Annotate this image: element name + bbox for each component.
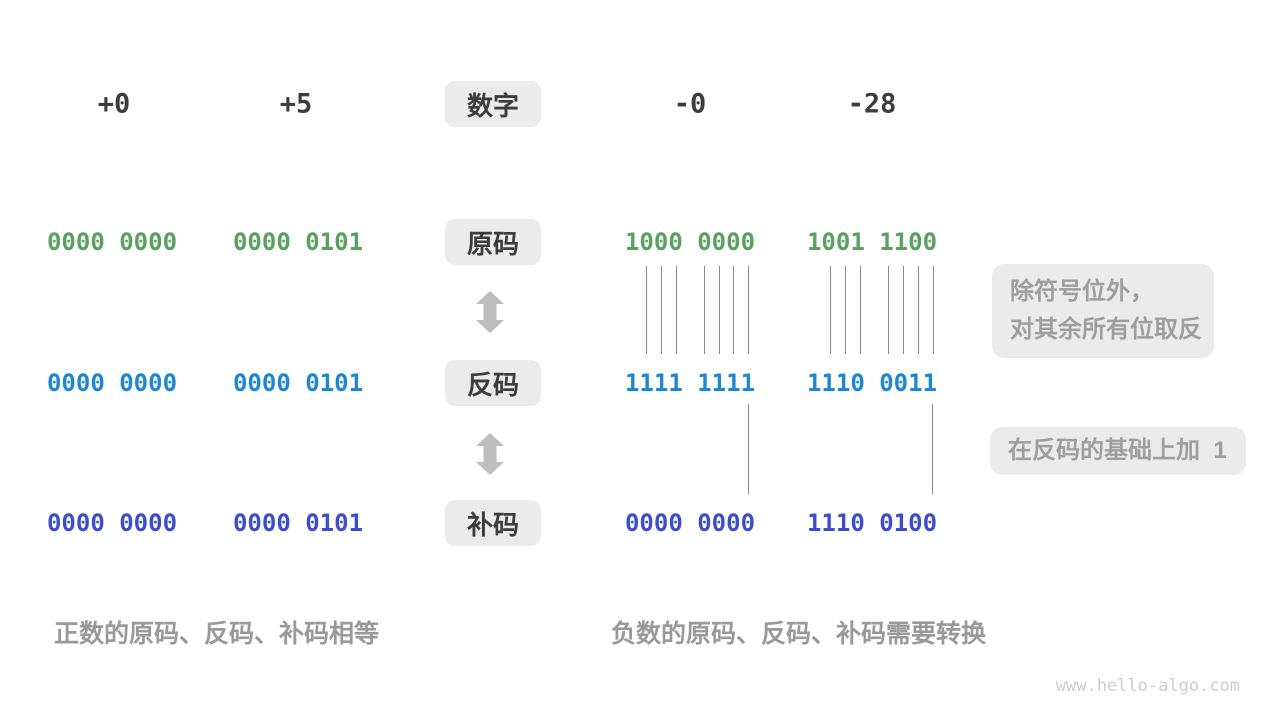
binary-value: 0000 0101 xyxy=(232,509,364,537)
bit-connector-line xyxy=(860,266,861,354)
column-header-plus-5: +5 xyxy=(279,88,313,120)
binary-value: 0000 0000 xyxy=(46,369,178,397)
bit-connector-line xyxy=(676,266,677,354)
binary-value: 1110 0011 xyxy=(806,369,938,397)
binary-value: 0000 0000 xyxy=(624,509,756,537)
column-header-minus-28: -28 xyxy=(847,88,897,120)
binary-value: 1000 0000 xyxy=(624,228,756,256)
add-one-note: 在反码的基础上加 1 xyxy=(990,427,1246,475)
add-one-note-text: 在反码的基础上加 1 xyxy=(1008,437,1227,464)
up-down-arrow-icon xyxy=(475,291,505,333)
ones-complement-badge: 反码 xyxy=(445,360,541,406)
binary-value: 1111 1111 xyxy=(624,369,756,397)
bit-connector-line xyxy=(661,266,662,354)
invert-bits-note: 除符号位外， 对其余所有位取反 xyxy=(992,264,1214,358)
bit-connector-line xyxy=(888,266,889,354)
bit-connector-line xyxy=(903,266,904,354)
column-header-minus-0: -0 xyxy=(673,88,707,120)
up-down-arrow-icon xyxy=(475,433,505,475)
watermark: www.hello-algo.com xyxy=(1055,676,1240,696)
column-header-plus-0: +0 xyxy=(97,88,131,120)
twos-complement-badge: 补码 xyxy=(445,500,541,546)
bit-connector-line xyxy=(918,266,919,354)
negative-caption: 负数的原码、反码、补码需要转换 xyxy=(611,620,987,648)
binary-value: 0000 0000 xyxy=(46,228,178,256)
positive-caption: 正数的原码、反码、补码相等 xyxy=(54,620,380,648)
bit-connector-line xyxy=(748,266,749,354)
bit-connector-line xyxy=(719,266,720,354)
binary-value: 0000 0000 xyxy=(46,509,178,537)
bit-connector-line xyxy=(933,266,934,354)
bit-connector-line xyxy=(845,266,846,354)
binary-value: 0000 0101 xyxy=(232,369,364,397)
bit-connector-line xyxy=(932,404,933,494)
binary-value: 0000 0101 xyxy=(232,228,364,256)
number-label-badge: 数字 xyxy=(445,81,541,127)
binary-value: 1110 0100 xyxy=(806,509,938,537)
bit-connector-line xyxy=(748,404,749,494)
binary-value: 1001 1100 xyxy=(806,228,938,256)
bit-connector-line xyxy=(704,266,705,354)
bit-connector-line xyxy=(733,266,734,354)
invert-bits-note-line2: 对其余所有位取反 xyxy=(1010,316,1202,343)
bit-connector-line xyxy=(830,266,831,354)
sign-magnitude-badge: 原码 xyxy=(445,219,541,265)
bit-connector-line xyxy=(646,266,647,354)
invert-bits-note-line1: 除符号位外， xyxy=(1010,278,1154,305)
